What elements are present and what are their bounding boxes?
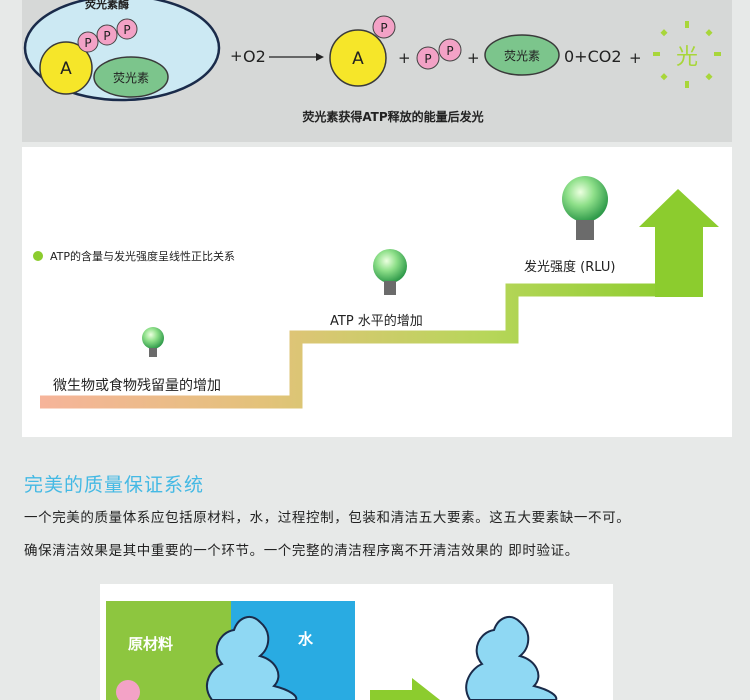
o2-label: O2 (243, 47, 266, 66)
reaction-diagram: 荧光素酶 A P P P 荧光素 + O2 A P + P P + 荧光素 0+… (23, 0, 721, 124)
plus-3: + (467, 49, 480, 67)
quality-paragraph-line2: 确保清洁效果是其中重要的一个环节。一个完整的清洁程序离不开清洁效果的 即时验证。 (24, 543, 579, 559)
plus-2: + (398, 49, 411, 67)
pp-phosphate-2-label: P (446, 44, 453, 58)
plus-1: + (230, 47, 243, 65)
puzzle-panel: 原材料 水 (100, 584, 613, 700)
light-rays-icon (653, 21, 721, 88)
phosphate-1 (77, 31, 99, 53)
phosphate-2-label: P (103, 29, 110, 43)
puzzle-tongue-2 (465, 615, 558, 700)
products-label: 0+CO2 (564, 47, 622, 66)
reaction-arrow-head (316, 53, 324, 61)
phosphate-3 (116, 18, 138, 40)
step1-label: 微生物或食物残留量的增加 (53, 377, 221, 394)
step2-label: ATP 水平的增加 (330, 313, 423, 329)
phosphate-3-label: P (123, 23, 130, 37)
bulb-medium-icon (373, 249, 407, 295)
puzzle-diagram: 原材料 水 (106, 601, 558, 700)
product-phosphate (372, 15, 396, 39)
raw-material-label: 原材料 (128, 635, 173, 653)
luciferin-label-2: 荧光素 (504, 49, 540, 63)
pp-phosphate-1-label: P (424, 52, 431, 66)
atp-adenosine-circle (39, 41, 93, 95)
pp-phosphate-1 (416, 46, 440, 70)
up-arrow-icon (639, 189, 719, 297)
step3-label: 发光强度 (RLU) (524, 259, 615, 275)
water-label: 水 (298, 630, 314, 648)
plus-4: + (629, 49, 642, 67)
green-arrow-icon (370, 678, 440, 700)
reaction-caption: 荧光素获得ATP释放的能量后发光 (302, 109, 483, 124)
bulb-small-icon (142, 327, 164, 357)
enzyme-label: 荧光素酶 (85, 0, 129, 11)
product-a-label: A (352, 49, 364, 69)
pink-circle-icon (116, 680, 140, 700)
atp-stair-diagram: ATP的含量与发光强度呈线性正比关系 微生物或食物残留量的增加 ATP 水平的增… (33, 176, 719, 409)
atp-staircase (40, 283, 678, 409)
phosphate-1-label: P (84, 36, 91, 50)
product-phosphate-label: P (380, 21, 387, 35)
luciferin-oval-1 (93, 56, 169, 98)
legend-bullet (33, 251, 43, 261)
atp-a-label: A (60, 59, 72, 79)
quality-paragraph-line1: 一个完美的质量体系应包括原材料，水，过程控制，包装和清洁五大要素。这五大要素缺一… (24, 510, 631, 526)
light-label: 光 (676, 45, 698, 70)
luciferin-label-1: 荧光素 (113, 71, 149, 85)
quality-title: 完美的质量保证系统 (24, 474, 205, 496)
legend-text: ATP的含量与发光强度呈线性正比关系 (50, 249, 235, 263)
luciferin-oval-2 (484, 34, 560, 76)
puzzle-tongue-1 (206, 615, 298, 700)
bulb-large-icon (562, 176, 608, 240)
phosphate-2 (96, 24, 118, 46)
product-a-circle (329, 29, 387, 87)
pp-phosphate-2 (438, 38, 462, 62)
